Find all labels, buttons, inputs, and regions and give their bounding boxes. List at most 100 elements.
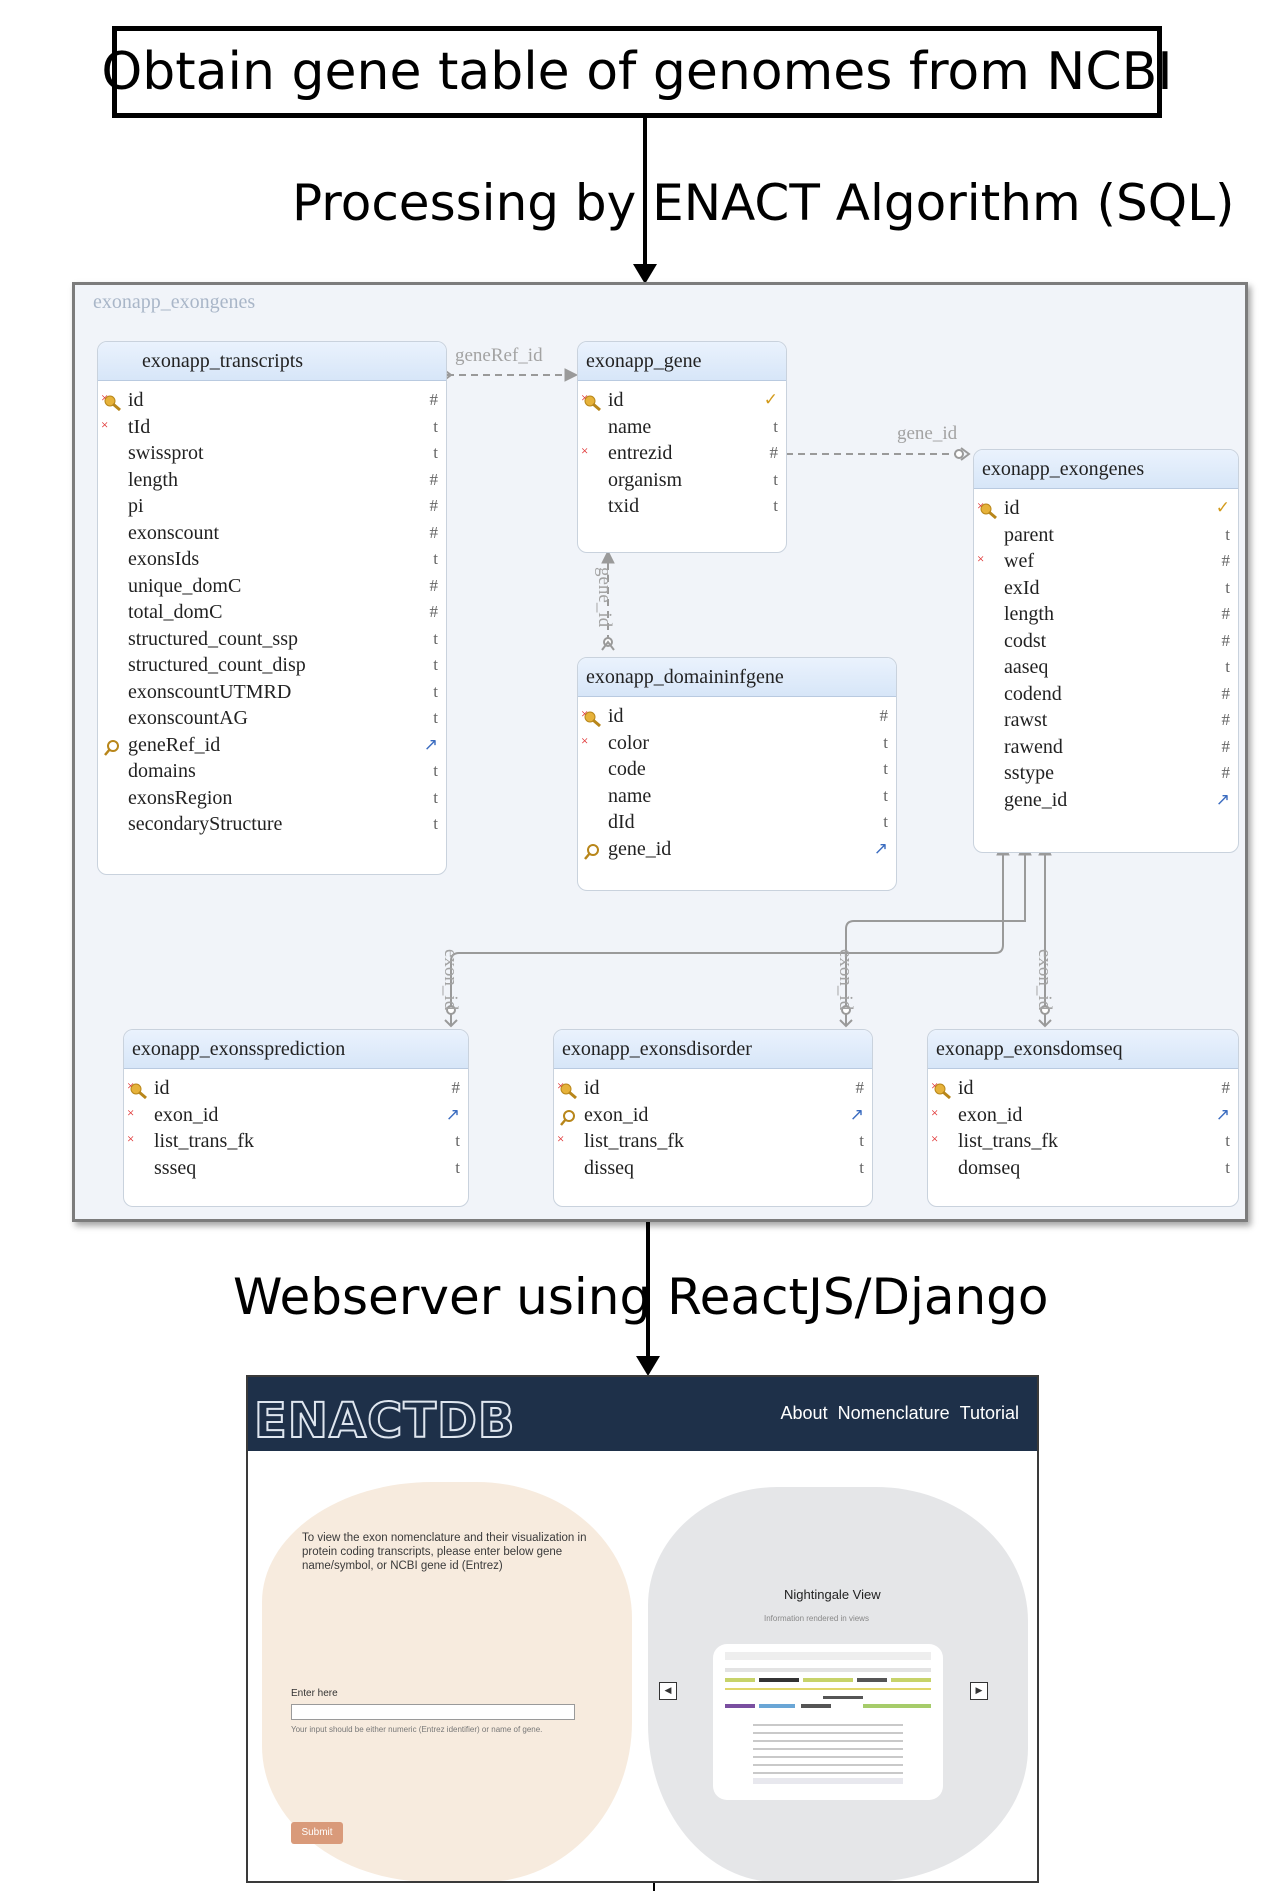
field-row[interactable]: ×id# (578, 703, 896, 730)
field-type-icon: # (1221, 551, 1231, 570)
field-name: list_trans_fk (958, 1130, 1058, 1152)
nav-tutorial[interactable]: Tutorial (959, 1403, 1019, 1423)
field-row[interactable]: length# (974, 601, 1238, 628)
field-row[interactable]: ×id# (554, 1075, 872, 1102)
field-type-icon: ↗ (1215, 1104, 1230, 1124)
field-type-icon: t (1225, 1131, 1230, 1150)
field-row[interactable]: geneRef_id↗ (98, 732, 446, 759)
field-name: txid (608, 495, 640, 517)
field-row[interactable]: codend# (974, 681, 1238, 708)
field-name: geneRef_id (128, 733, 221, 756)
field-row[interactable]: ×exon_id↗ (928, 1102, 1238, 1129)
field-row[interactable]: length# (98, 467, 446, 494)
field-type-icon: # (1221, 630, 1231, 650)
field-name: list_trans_fk (584, 1130, 684, 1152)
field-name: ssseq (154, 1156, 197, 1179)
field-name: list_trans_fk (154, 1130, 254, 1152)
field-row[interactable]: codst # (974, 628, 1238, 655)
field-type-icon: # (1221, 736, 1231, 756)
field-name: structured_count_ssp (128, 627, 298, 650)
webapp-screenshot: ENACTDB About Nomenclature Tutorial To v… (246, 1375, 1039, 1883)
field-row[interactable]: sstype# (974, 760, 1238, 787)
field-name: id (128, 389, 144, 411)
submit-button[interactable]: Submit (291, 1822, 343, 1844)
field-row[interactable]: ×entrezid# (578, 440, 786, 467)
field-row[interactable]: exon_id↗ (554, 1102, 872, 1129)
rel-label-exon-id-2: exon_id (835, 949, 856, 1011)
field-name: pi (128, 495, 144, 517)
gene-search-input[interactable] (291, 1704, 575, 1720)
field-type-icon: t (1225, 1157, 1230, 1177)
required-icon: × (977, 498, 985, 513)
viewer-title: Nightingale View (784, 1587, 881, 1602)
field-row[interactable]: ×id✓ (578, 387, 786, 414)
table-exonsdomseq[interactable]: exonapp_exonsdomseq ×id#×exon_id↗×list_t… (927, 1029, 1239, 1207)
nav-about[interactable]: About (780, 1403, 828, 1423)
carousel-prev-icon[interactable]: ◀ (659, 1682, 677, 1700)
field-row[interactable]: gene_id↗ (974, 787, 1238, 814)
field-row[interactable]: rawend# (974, 734, 1238, 761)
input-hint: Your input should be either numeric (Ent… (291, 1725, 543, 1734)
carousel-next-icon[interactable]: ▶ (970, 1682, 988, 1700)
field-row[interactable]: total_domC# (98, 599, 446, 626)
field-type-icon: t (433, 416, 438, 436)
field-row[interactable]: gene_id↗ (578, 836, 896, 863)
field-name: length (1004, 603, 1054, 625)
field-type-icon: t (433, 708, 438, 727)
field-row[interactable]: ×id# (928, 1075, 1238, 1102)
nav-nomenclature[interactable]: Nomenclature (837, 1403, 950, 1423)
field-name: length (128, 468, 178, 491)
field-row[interactable]: ×wef# (974, 548, 1238, 575)
table-exonssprediction[interactable]: exonapp_exonssprediction ×id#×exon_id↗×l… (123, 1029, 469, 1207)
rel-label-generef: geneRef_id (455, 345, 543, 366)
field-row[interactable]: exonscount# (98, 520, 446, 547)
field-row[interactable]: rawst# (974, 707, 1238, 734)
field-row[interactable]: ×id✓ (974, 495, 1238, 522)
field-name: secondaryStructure (128, 813, 283, 835)
rel-label-exon-id-3: exon_id (1034, 949, 1055, 1011)
field-name: codst (1004, 629, 1047, 652)
field-row[interactable]: ×exon_id↗ (124, 1102, 468, 1129)
enactdb-logo[interactable]: ENACTDB (253, 1392, 516, 1450)
table-exonsdisorder[interactable]: exonapp_exonsdisorder ×id#exon_id↗×list_… (553, 1029, 873, 1207)
field-row[interactable]: unique_domC# (98, 573, 446, 600)
field-type-icon: # (429, 575, 439, 595)
field-type-icon: ↗ (1215, 789, 1230, 809)
table-title: exonapp_exonsdomseq (928, 1030, 1238, 1069)
required-icon: × (101, 416, 109, 432)
field-row[interactable]: pi# (98, 493, 446, 520)
field-row[interactable]: ×id# (98, 387, 446, 414)
field-row[interactable]: ×id# (124, 1075, 468, 1102)
field-type-icon: t (433, 681, 438, 701)
